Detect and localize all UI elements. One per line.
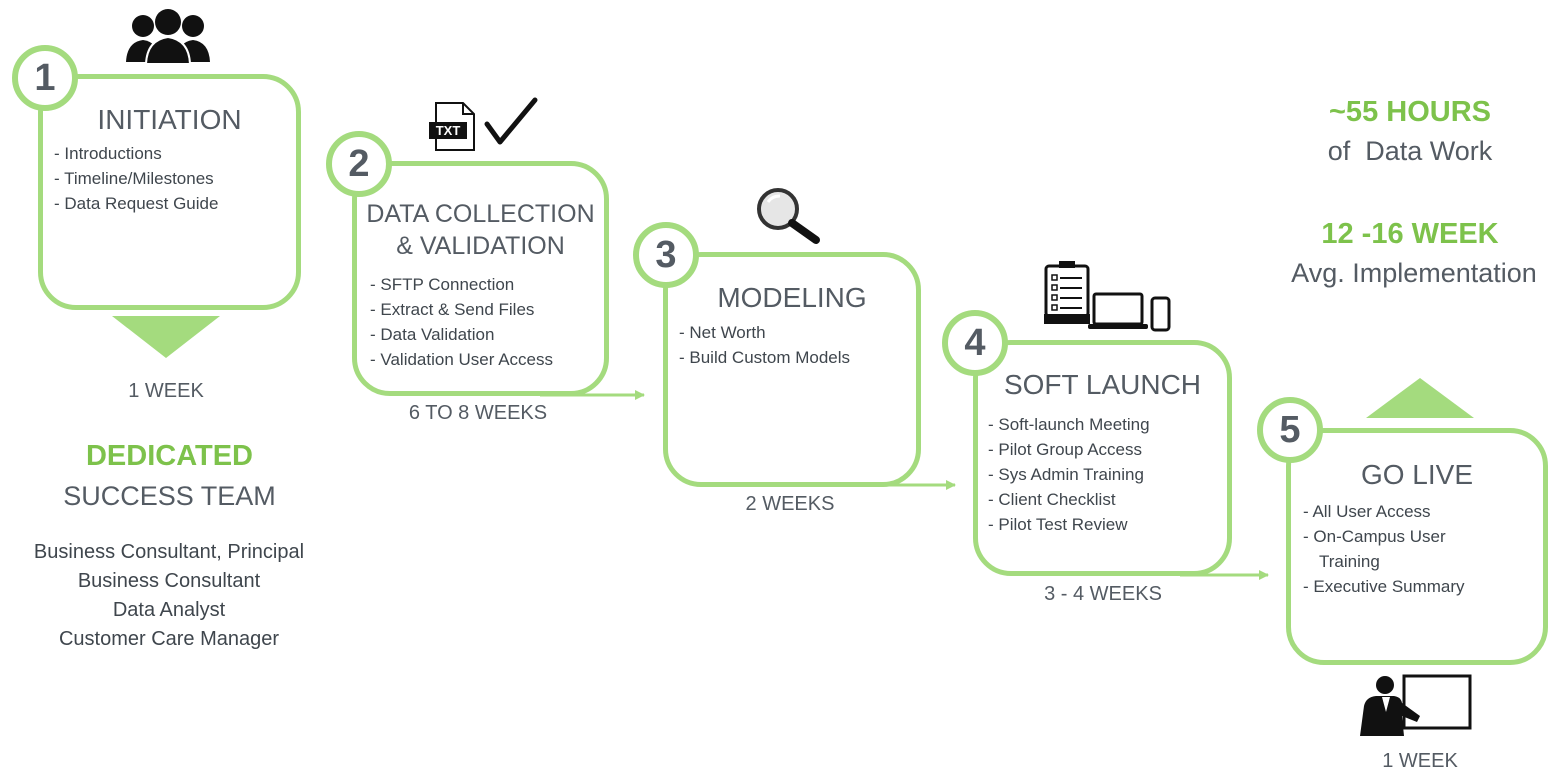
team-members: Business Consultant, Principal Business … — [0, 538, 338, 654]
stage-5-number: 5 — [1257, 397, 1323, 463]
stage-2-title: DATA COLLECTION & VALIDATION — [352, 198, 609, 262]
stage-3-items: Net Worth Build Custom Models — [679, 320, 914, 370]
stage-2-item: Validation User Access — [370, 347, 605, 372]
stage-2-duration: 6 TO 8 WEEKS — [408, 402, 548, 424]
txt-file-check-icon: TXT — [429, 97, 538, 151]
stage-1-item: Data Request Guide — [54, 191, 294, 216]
stage-2-title-line: DATA COLLECTION — [366, 200, 595, 228]
stage-3-duration: 2 WEEKS — [745, 493, 835, 515]
team-member: Business Consultant, Principal — [33, 541, 305, 563]
presenter-board-icon — [1360, 674, 1472, 736]
stat-implementation-value: 12 -16 WEEK — [1321, 218, 1499, 250]
people-group-icon — [126, 9, 210, 65]
magnifier-icon — [757, 188, 820, 244]
stage-5-item: Executive Summary — [1303, 574, 1493, 599]
stage-4-duration: 3 - 4 WEEKS — [1044, 583, 1162, 605]
team-member: Customer Care Manager — [58, 628, 280, 650]
team-heading: DEDICATED — [85, 440, 254, 472]
stage-4-item: Pilot Group Access — [988, 437, 1223, 462]
stage-2-item: Data Validation — [370, 322, 605, 347]
stage-2-items: SFTP Connection Extract & Send Files Dat… — [370, 272, 605, 372]
stage-1-items: Introductions Timeline/Milestones Data R… — [54, 141, 294, 216]
stage-5-items: All User Access On-Campus User Training … — [1303, 499, 1493, 599]
stage-3-title: MODELING — [717, 282, 867, 313]
stage-1-duration: 1 WEEK — [128, 380, 204, 402]
stage-1-item: Introductions — [54, 141, 294, 166]
stage-1-item: Timeline/Milestones — [54, 166, 294, 191]
stage-2-item: SFTP Connection — [370, 272, 605, 297]
down-triangle — [112, 316, 220, 358]
devices-checklist-icon — [1044, 261, 1171, 332]
stage-1-title: INITIATION — [97, 104, 242, 135]
stage-2-item: Extract & Send Files — [370, 297, 605, 322]
stage-5-item: All User Access — [1303, 499, 1493, 524]
stage-2-title-line: & VALIDATION — [396, 232, 565, 260]
svg-text:TXT: TXT — [436, 123, 461, 138]
stage-3-number: 3 — [633, 222, 699, 288]
stat-implementation-label: Avg. Implementation — [1291, 258, 1537, 288]
stage-4-item: Sys Admin Training — [988, 462, 1223, 487]
stage-4-number: 4 — [942, 310, 1008, 376]
stage-1-number: 1 — [12, 45, 78, 111]
stage-5-duration: 1 WEEK — [1382, 750, 1458, 772]
team-member: Data Analyst — [112, 599, 226, 621]
stage-2-number: 2 — [326, 131, 392, 197]
stage-5-item: On-Campus User Training — [1303, 524, 1493, 574]
stage-3-item: Build Custom Models — [679, 345, 914, 370]
stage-5-title: GO LIVE — [1360, 459, 1474, 490]
stage-4-item: Client Checklist — [988, 487, 1223, 512]
stage-4-items: Soft-launch Meeting Pilot Group Access S… — [988, 412, 1223, 537]
team-member: Business Consultant — [77, 570, 261, 592]
up-triangle — [1366, 378, 1474, 418]
team-subheading: SUCCESS TEAM — [63, 481, 276, 511]
stat-data-hours-label: of Data Work — [1327, 136, 1493, 166]
stage-4-title: SOFT LAUNCH — [1003, 369, 1202, 400]
stage-3-item: Net Worth — [679, 320, 914, 345]
stage-4-item: Pilot Test Review — [988, 512, 1223, 537]
stat-data-hours-value: ~55 HOURS — [1329, 96, 1491, 128]
stage-4-item: Soft-launch Meeting — [988, 412, 1223, 437]
